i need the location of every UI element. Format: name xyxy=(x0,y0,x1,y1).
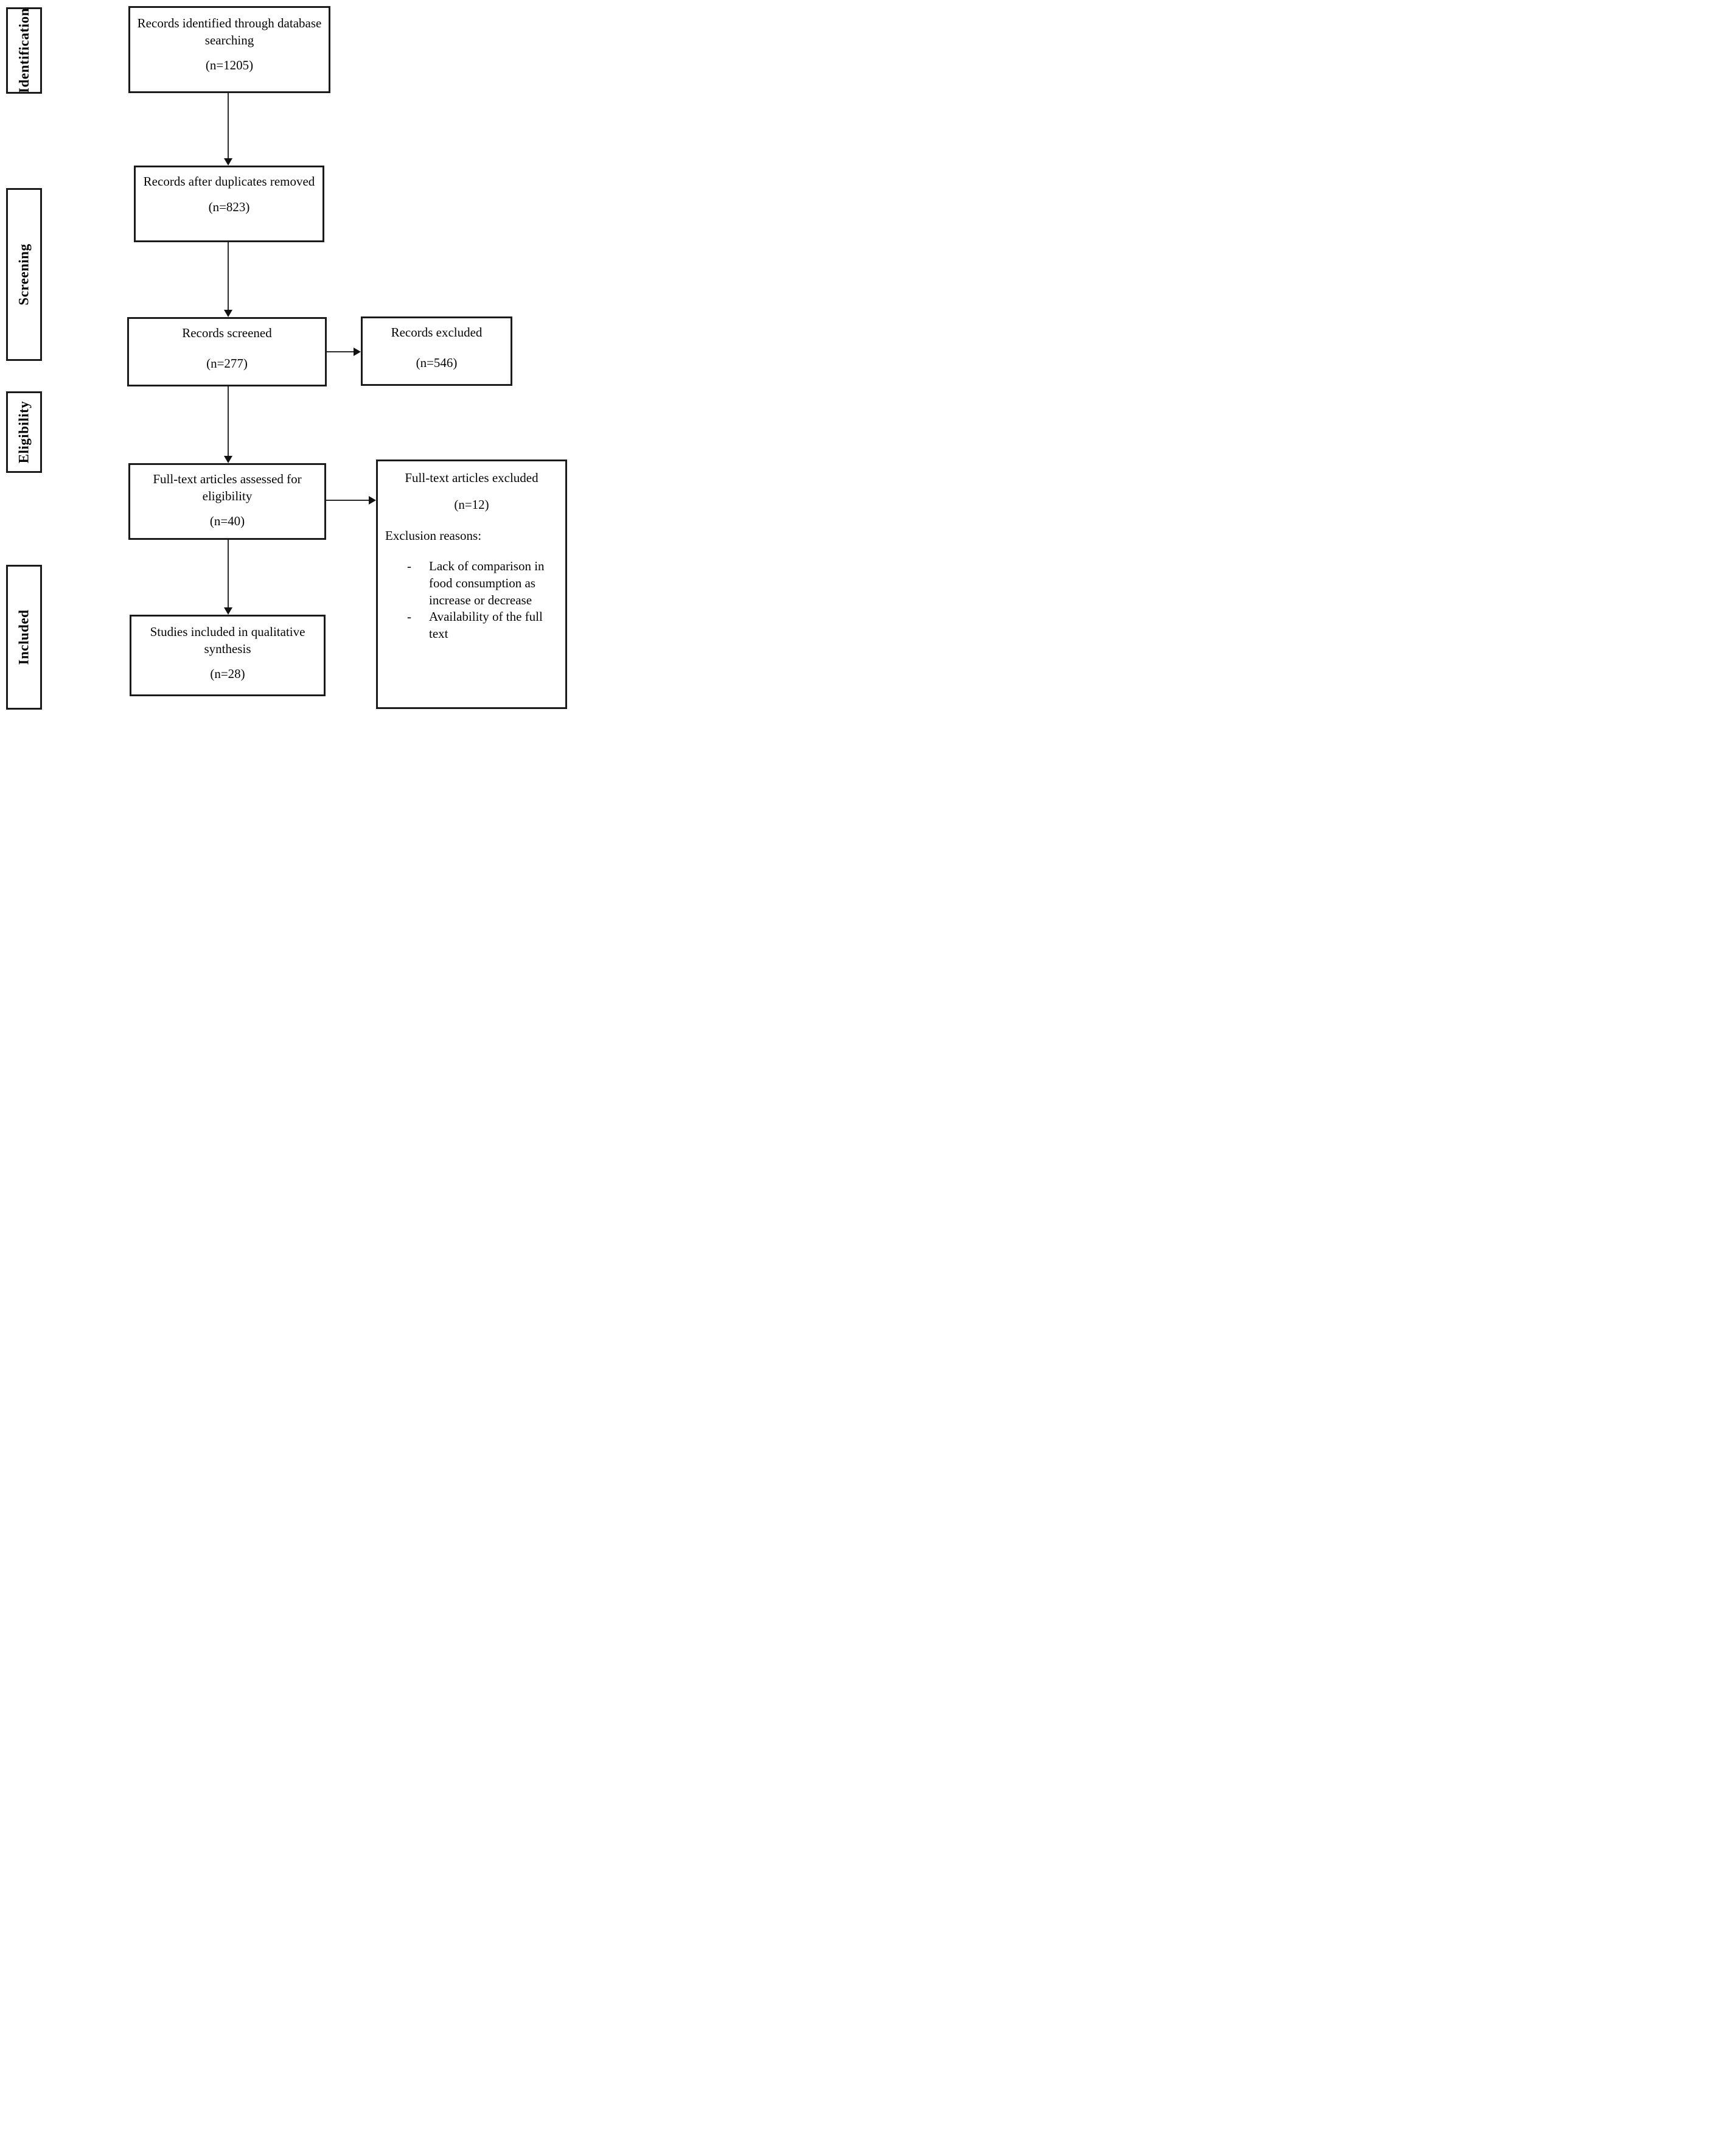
box-fulltext-assessed-count: (n=40) xyxy=(209,514,245,529)
box-records-after-duplicates-count: (n=823) xyxy=(208,199,250,214)
exclusion-reasons-list: - Lack of comparison in food consumption… xyxy=(378,558,565,643)
arrow-down-icon xyxy=(223,93,233,166)
stage-label-identification: Identification xyxy=(16,8,32,93)
box-records-screened-title: Records screened xyxy=(182,326,272,340)
stage-box-screening: Screening xyxy=(6,188,42,361)
box-studies-included: Studies included in qualitative synthesi… xyxy=(130,615,326,696)
arrow-down-icon xyxy=(223,386,233,463)
bullet-dash-icon: - xyxy=(407,559,411,574)
exclusion-reasons-label: Exclusion reasons: xyxy=(385,528,482,543)
box-fulltext-assessed: Full-text articles assessed for eligibil… xyxy=(128,463,326,540)
exclusion-reason-text: Availability of the full text xyxy=(429,609,543,641)
box-records-identified-title: Records identified through database sear… xyxy=(137,16,322,47)
box-records-after-duplicates-title: Records after duplicates removed xyxy=(143,174,315,189)
arrow-line xyxy=(228,93,229,159)
bullet-dash-icon: - xyxy=(407,609,411,624)
prisma-flow-diagram: Identification Screening Eligibility Inc… xyxy=(0,0,579,716)
box-studies-included-count: (n=28) xyxy=(210,666,245,682)
box-records-excluded-title: Records excluded xyxy=(391,325,483,340)
stage-box-eligibility: Eligibility xyxy=(6,391,42,473)
box-records-identified: Records identified through database sear… xyxy=(128,6,330,93)
arrow-down-icon xyxy=(223,540,233,615)
box-records-identified-count: (n=1205) xyxy=(205,58,254,73)
stage-label-included: Included xyxy=(16,609,32,665)
arrow-right-icon xyxy=(327,347,361,357)
box-studies-included-title: Studies included in qualitative synthesi… xyxy=(150,624,305,656)
arrow-right-icon xyxy=(326,495,376,505)
exclusion-reason-item: - Availability of the full text xyxy=(378,609,565,642)
stage-label-screening: Screening xyxy=(16,243,32,306)
box-records-after-duplicates: Records after duplicates removed (n=823) xyxy=(134,166,324,242)
box-fulltext-excluded-count: (n=12) xyxy=(454,497,489,512)
arrow-line xyxy=(327,351,355,352)
arrow-line xyxy=(228,386,229,456)
box-fulltext-assessed-title: Full-text articles assessed for eligibil… xyxy=(153,472,302,503)
arrow-down-icon xyxy=(223,242,233,317)
arrow-line xyxy=(228,540,229,608)
box-records-excluded-count: (n=546) xyxy=(416,355,458,370)
exclusion-reason-text: Lack of comparison in food consumption a… xyxy=(429,559,545,607)
stage-box-identification: Identification xyxy=(6,7,42,94)
exclusion-reason-item: - Lack of comparison in food consumption… xyxy=(378,558,565,609)
box-fulltext-excluded: Full-text articles excluded (n=12) Exclu… xyxy=(376,460,567,709)
stage-label-eligibility: Eligibility xyxy=(16,400,32,464)
arrow-line xyxy=(326,500,370,501)
box-records-excluded: Records excluded (n=546) xyxy=(361,316,512,386)
arrow-line xyxy=(228,242,229,310)
stage-box-included: Included xyxy=(6,565,42,710)
box-fulltext-excluded-title: Full-text articles excluded xyxy=(405,470,539,485)
box-records-screened: Records screened (n=277) xyxy=(127,317,327,386)
box-records-screened-count: (n=277) xyxy=(206,355,248,371)
